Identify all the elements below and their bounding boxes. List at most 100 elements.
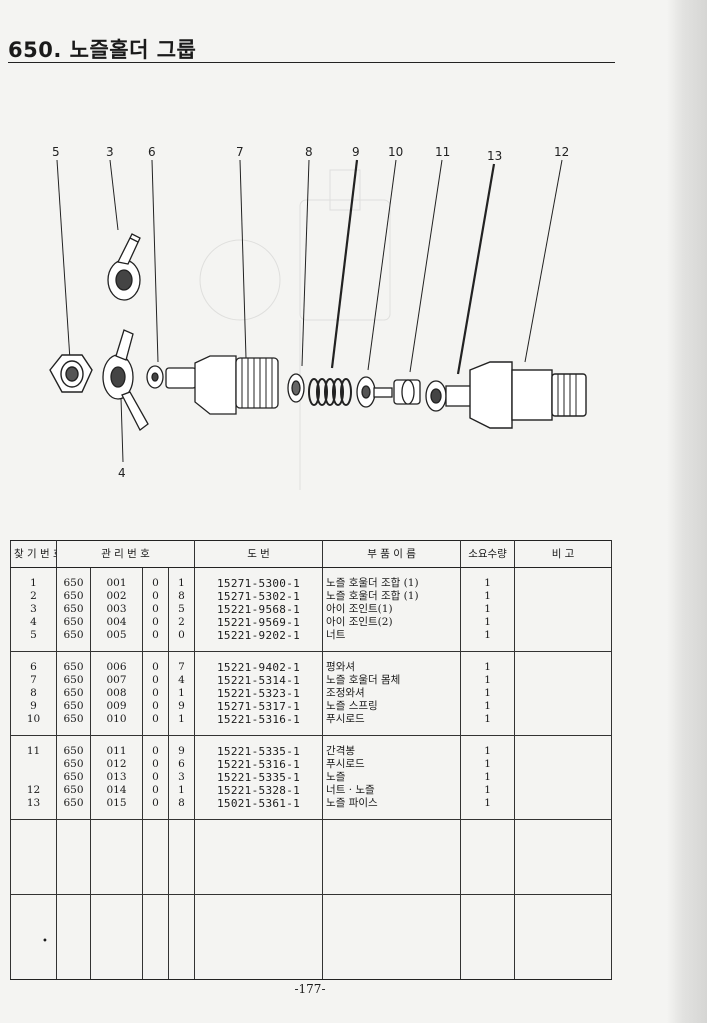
empty-cell bbox=[514, 810, 613, 820]
spacer-row bbox=[10, 894, 613, 980]
table-header-row: 찾 기 번 호 관 리 번 호 도 번 부 품 이 름 소요수량 비 고 bbox=[10, 540, 613, 568]
cell-ref bbox=[10, 758, 57, 771]
cell-g: 650 bbox=[56, 771, 91, 784]
cell-b: 8 bbox=[167, 590, 196, 603]
empty-cell bbox=[10, 810, 57, 820]
cell-qty: 1 bbox=[460, 577, 516, 590]
empty-cell bbox=[194, 642, 324, 652]
cell-seq: 011 bbox=[90, 745, 143, 758]
cell-name: 노즐 호울더 조합 (1) bbox=[322, 590, 462, 603]
empty-cell bbox=[90, 642, 143, 652]
cell-ref: 9 bbox=[10, 700, 57, 713]
cell-seq: 010 bbox=[90, 713, 143, 726]
cell-name: 노즐 bbox=[322, 771, 462, 784]
empty-cell bbox=[322, 567, 462, 577]
cell-qty: 1 bbox=[460, 784, 516, 797]
cell-pn: 15221-9568-1 bbox=[194, 603, 324, 616]
cell-name: 노즐 호울더 조합 (1) bbox=[322, 577, 462, 590]
cell-remark bbox=[514, 797, 613, 810]
cell-remark bbox=[514, 745, 613, 758]
callout-8: 8 bbox=[305, 145, 313, 159]
empty-cell bbox=[142, 651, 169, 661]
cell-g: 650 bbox=[56, 674, 91, 687]
cell-pn: 15221-5316-1 bbox=[194, 758, 324, 771]
col-header-ref: 찾 기 번 호 bbox=[10, 540, 57, 568]
cell-a: 0 bbox=[142, 700, 169, 713]
cell-remark bbox=[514, 771, 613, 784]
empty-cell bbox=[56, 819, 91, 895]
empty-cell bbox=[167, 642, 196, 652]
cell-b: 9 bbox=[167, 700, 196, 713]
cell-name: 평와셔 bbox=[322, 661, 462, 674]
cell-pn: 15221-9202-1 bbox=[194, 629, 324, 642]
cell-qty: 1 bbox=[460, 590, 516, 603]
callout-10: 10 bbox=[388, 145, 403, 159]
empty-cell bbox=[194, 726, 324, 736]
cell-g: 650 bbox=[56, 784, 91, 797]
cell-qty: 1 bbox=[460, 797, 516, 810]
cell-remark bbox=[514, 713, 613, 726]
empty-cell bbox=[322, 894, 462, 980]
cell-ref: 2 bbox=[10, 590, 57, 603]
col-header-remark: 비 고 bbox=[514, 540, 613, 568]
empty-cell bbox=[142, 726, 169, 736]
empty-cell bbox=[194, 810, 324, 820]
empty-cell bbox=[322, 726, 462, 736]
empty-cell bbox=[10, 726, 57, 736]
empty-cell bbox=[322, 810, 462, 820]
cell-seq: 004 bbox=[90, 616, 143, 629]
cell-remark bbox=[514, 674, 613, 687]
empty-cell bbox=[142, 819, 169, 895]
empty-cell bbox=[142, 810, 169, 820]
cell-remark bbox=[514, 616, 613, 629]
empty-cell bbox=[10, 819, 57, 895]
cell-name: 아이 조인트(2) bbox=[322, 616, 462, 629]
cell-pn: 15271-5317-1 bbox=[194, 700, 324, 713]
cell-a: 0 bbox=[142, 577, 169, 590]
cell-qty: 1 bbox=[460, 629, 516, 642]
cell-pn: 15221-9402-1 bbox=[194, 661, 324, 674]
empty-cell bbox=[142, 642, 169, 652]
cell-ref: 10 bbox=[10, 713, 57, 726]
cell-qty: 1 bbox=[460, 616, 516, 629]
empty-cell bbox=[90, 810, 143, 820]
empty-cell bbox=[514, 567, 613, 577]
empty-cell bbox=[460, 810, 516, 820]
empty-cell bbox=[194, 894, 324, 980]
cell-qty: 1 bbox=[460, 771, 516, 784]
callout-6: 6 bbox=[148, 145, 156, 159]
cell-seq: 008 bbox=[90, 687, 143, 700]
empty-cell bbox=[460, 567, 516, 577]
empty-cell bbox=[322, 819, 462, 895]
cell-g: 650 bbox=[56, 603, 91, 616]
spacer-row bbox=[10, 567, 613, 577]
cell-pn: 15221-5335-1 bbox=[194, 771, 324, 784]
callout-11: 11 bbox=[435, 145, 450, 159]
callout-9: 9 bbox=[352, 145, 360, 159]
cell-seq: 007 bbox=[90, 674, 143, 687]
cell-pn: 15221-5314-1 bbox=[194, 674, 324, 687]
spacer-row bbox=[10, 819, 613, 895]
cell-pn: 15221-5316-1 bbox=[194, 713, 324, 726]
cell-a: 0 bbox=[142, 603, 169, 616]
cell-remark bbox=[514, 700, 613, 713]
cell-ref: 13 bbox=[10, 797, 57, 810]
cell-seq: 013 bbox=[90, 771, 143, 784]
cell-name: 푸시로드 bbox=[322, 713, 462, 726]
cell-qty: 1 bbox=[460, 674, 516, 687]
cell-b: 2 bbox=[167, 616, 196, 629]
empty-cell bbox=[167, 819, 196, 895]
cell-g: 650 bbox=[56, 616, 91, 629]
empty-cell bbox=[322, 642, 462, 652]
empty-cell bbox=[56, 642, 91, 652]
empty-cell bbox=[90, 894, 143, 980]
empty-cell bbox=[10, 642, 57, 652]
cell-ref: 3 bbox=[10, 603, 57, 616]
cell-b: 6 bbox=[167, 758, 196, 771]
cell-qty: 1 bbox=[460, 687, 516, 700]
